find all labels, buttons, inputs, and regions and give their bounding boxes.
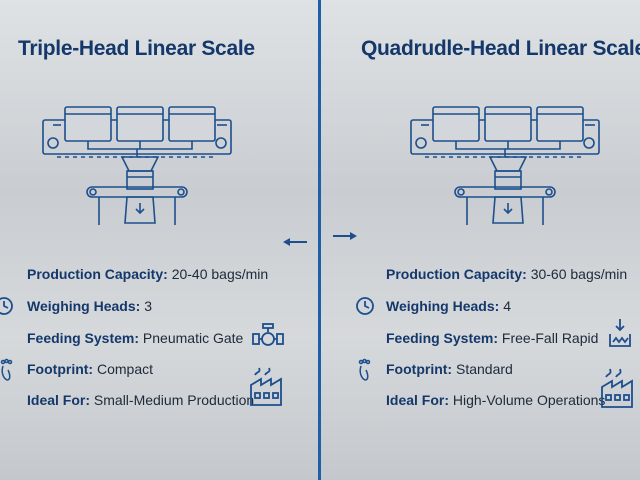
factory-icon xyxy=(250,367,282,406)
clock-icon xyxy=(356,297,374,315)
clock-icon xyxy=(0,297,13,315)
pneumatic-valve-icon xyxy=(252,323,284,346)
triple-head-panel: Triple-Head Linear Scale Production Capa… xyxy=(0,0,319,480)
spec-ideal-for: Ideal For: Small-Medium Production xyxy=(27,392,255,408)
triple-head-scale-illustration xyxy=(42,106,232,225)
spec-production-capacity: Production Capacity: 30-60 bags/min xyxy=(386,266,628,282)
arrow-left-icon xyxy=(283,238,307,246)
spec-footprint: Footprint: Compact xyxy=(27,361,154,377)
spec-feeding-system: Feeding System: Pneumatic Gate xyxy=(27,330,244,346)
panel-title: Quadrudle-Head Linear Scale xyxy=(361,37,640,60)
spec-production-capacity: Production Capacity: 20-40 bags/min xyxy=(27,266,269,282)
spec-weighing-heads: Weighing Heads: 4 xyxy=(386,298,511,314)
center-divider xyxy=(318,0,321,480)
quadruple-head-scale-illustration xyxy=(410,106,600,225)
footprint-icon xyxy=(358,358,371,381)
arrow-right-icon xyxy=(333,232,357,240)
spec-footprint: Footprint: Standard xyxy=(386,361,513,377)
quadruple-head-panel: Quadrudle-Head Linear Scale Production C… xyxy=(321,0,640,480)
spec-ideal-for: Ideal For: High-Volume Operations xyxy=(386,392,606,408)
free-fall-feeder-icon xyxy=(609,319,631,347)
footprint-icon xyxy=(0,358,13,381)
spec-weighing-heads: Weighing Heads: 3 xyxy=(27,298,152,314)
spec-feeding-system: Feeding System: Free-Fall Rapid xyxy=(386,330,599,346)
factory-icon xyxy=(601,368,633,408)
panel-title: Triple-Head Linear Scale xyxy=(18,37,255,60)
